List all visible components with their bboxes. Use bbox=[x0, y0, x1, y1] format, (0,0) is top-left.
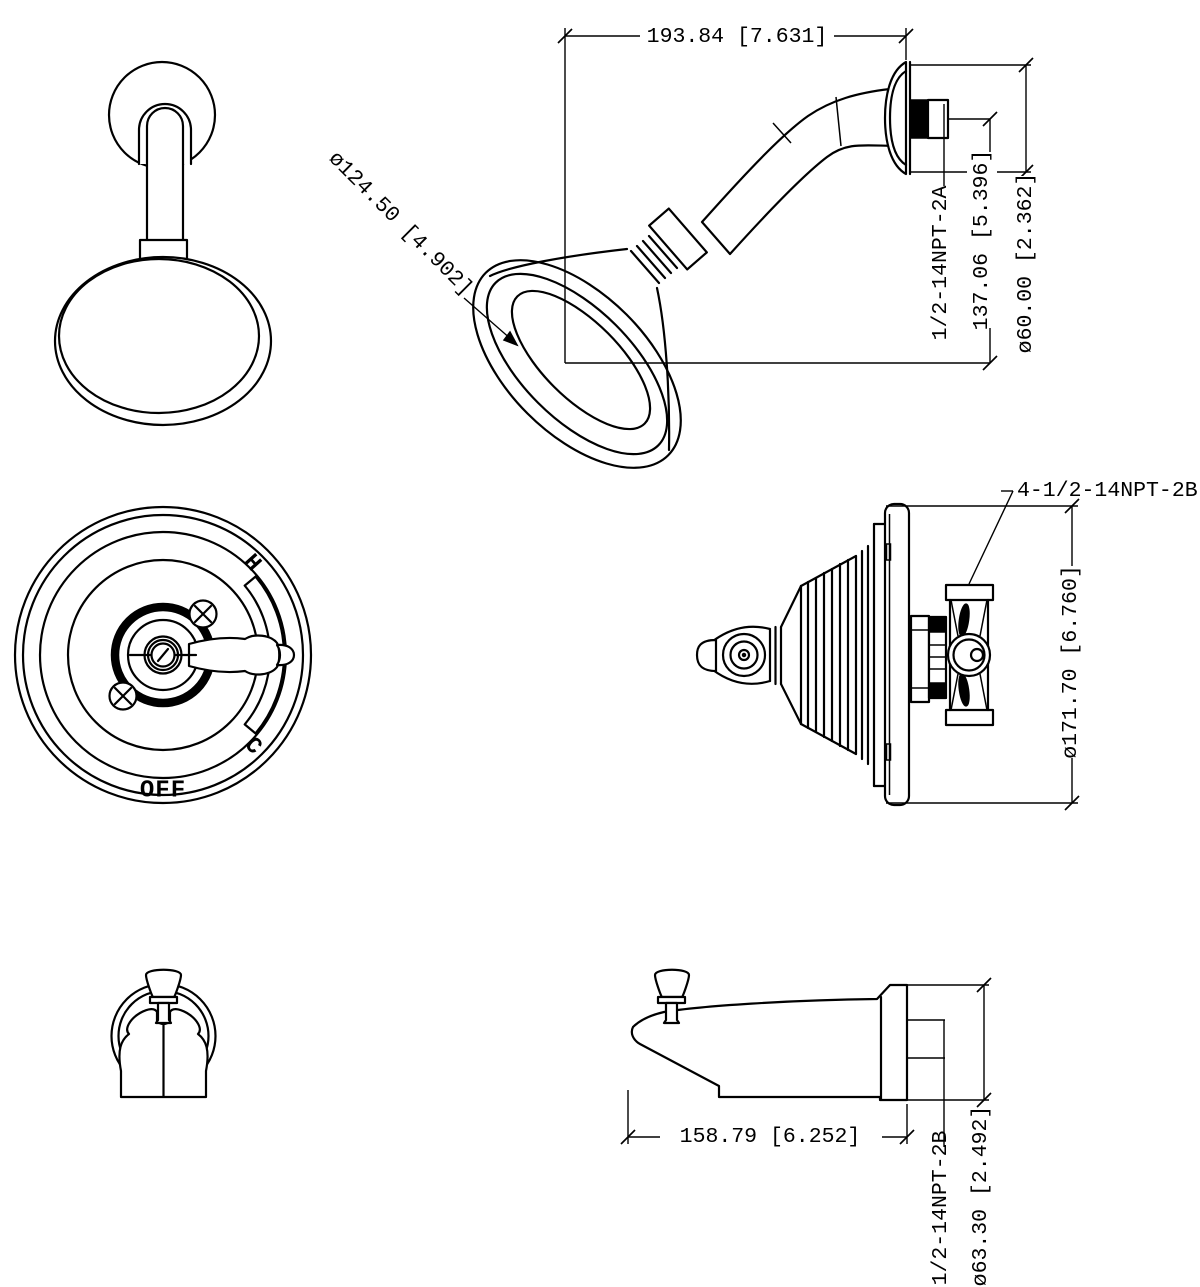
valve-side-view: ø171.70 [6.760] 4-1/2-14NPT-2B bbox=[695, 479, 1198, 811]
diverter-knob-side bbox=[653, 968, 691, 999]
shower-arm-side bbox=[700, 86, 902, 256]
valve-bracket-bottom bbox=[944, 708, 995, 727]
arm-nut bbox=[648, 207, 708, 271]
plate-slot-bottom bbox=[885, 743, 892, 761]
dim-label-escutcheon-diameter: ø171.70 [6.760] bbox=[1059, 565, 1083, 759]
mounting-ear-top bbox=[958, 603, 970, 637]
head-cone-edge-right bbox=[655, 286, 671, 452]
head-rim-inner bbox=[57, 257, 261, 415]
showerhead-side-view: 193.84 [7.631] ø124.50 [4.902] 1/2-14NPT… bbox=[323, 25, 1040, 469]
escutcheon-circle-2 bbox=[21, 513, 305, 797]
thread-label-spout: 1/2-14NPT-2B bbox=[929, 1130, 953, 1285]
head-face-outer bbox=[472, 259, 682, 469]
npt-nipple-thread bbox=[909, 99, 929, 139]
diverter-stem-front bbox=[154, 1001, 173, 1025]
hot-label: H bbox=[238, 549, 267, 577]
dim-label-spout-length: 158.79 [6.252] bbox=[680, 1125, 861, 1149]
tub-spout-front-view bbox=[110, 968, 217, 1099]
off-label: OFF bbox=[140, 778, 186, 805]
handle-finial bbox=[695, 638, 718, 673]
head-face-mid bbox=[485, 272, 669, 456]
npt-nipple-body bbox=[926, 98, 950, 140]
valve-front-view: H C OFF bbox=[13, 505, 313, 805]
diverter-stem-side bbox=[662, 1001, 681, 1025]
dim-label-head-diameter: ø124.50 [4.902] bbox=[323, 147, 477, 301]
handle-lever-tip bbox=[275, 643, 296, 667]
handle-lever bbox=[187, 634, 281, 676]
plate-slot-top bbox=[885, 543, 892, 561]
temperature-arc-slot bbox=[243, 575, 286, 735]
showerhead-front-view bbox=[53, 60, 273, 427]
valve-bracket-top bbox=[944, 583, 995, 602]
wall-flange-side bbox=[883, 60, 908, 176]
dim-label-inlet-diameter: ø63.30 [2.492] bbox=[969, 1106, 993, 1287]
thread-label-showerhead: 1/2-14NPT-2A bbox=[929, 185, 953, 340]
spout-body-side bbox=[630, 983, 909, 1102]
wall-plate bbox=[883, 502, 911, 807]
escutcheon-outer-circle bbox=[13, 505, 313, 805]
thread-label-valve: 4-1/2-14NPT-2B bbox=[1017, 479, 1198, 503]
cold-label: C bbox=[239, 732, 267, 760]
head-cone-edge-left bbox=[488, 247, 629, 278]
head-face-inner bbox=[510, 289, 652, 431]
dim-label-flange-diameter: ø60.00 [2.362] bbox=[1014, 173, 1038, 354]
mounting-ear-bottom bbox=[958, 673, 970, 707]
leader-arrowhead bbox=[502, 330, 519, 347]
dim-label-arm-reach: 193.84 [7.631] bbox=[647, 25, 828, 49]
diverter-knob-front bbox=[144, 968, 183, 999]
head-rim-outer bbox=[53, 255, 273, 427]
dim-label-head-drop: 137.06 [5.396] bbox=[970, 150, 994, 331]
shower-arm-tube bbox=[145, 106, 185, 245]
tub-spout-side-view: 158.79 [6.252] 1/2-14NPT-2B ø63.30 [2.49… bbox=[620, 968, 993, 1287]
